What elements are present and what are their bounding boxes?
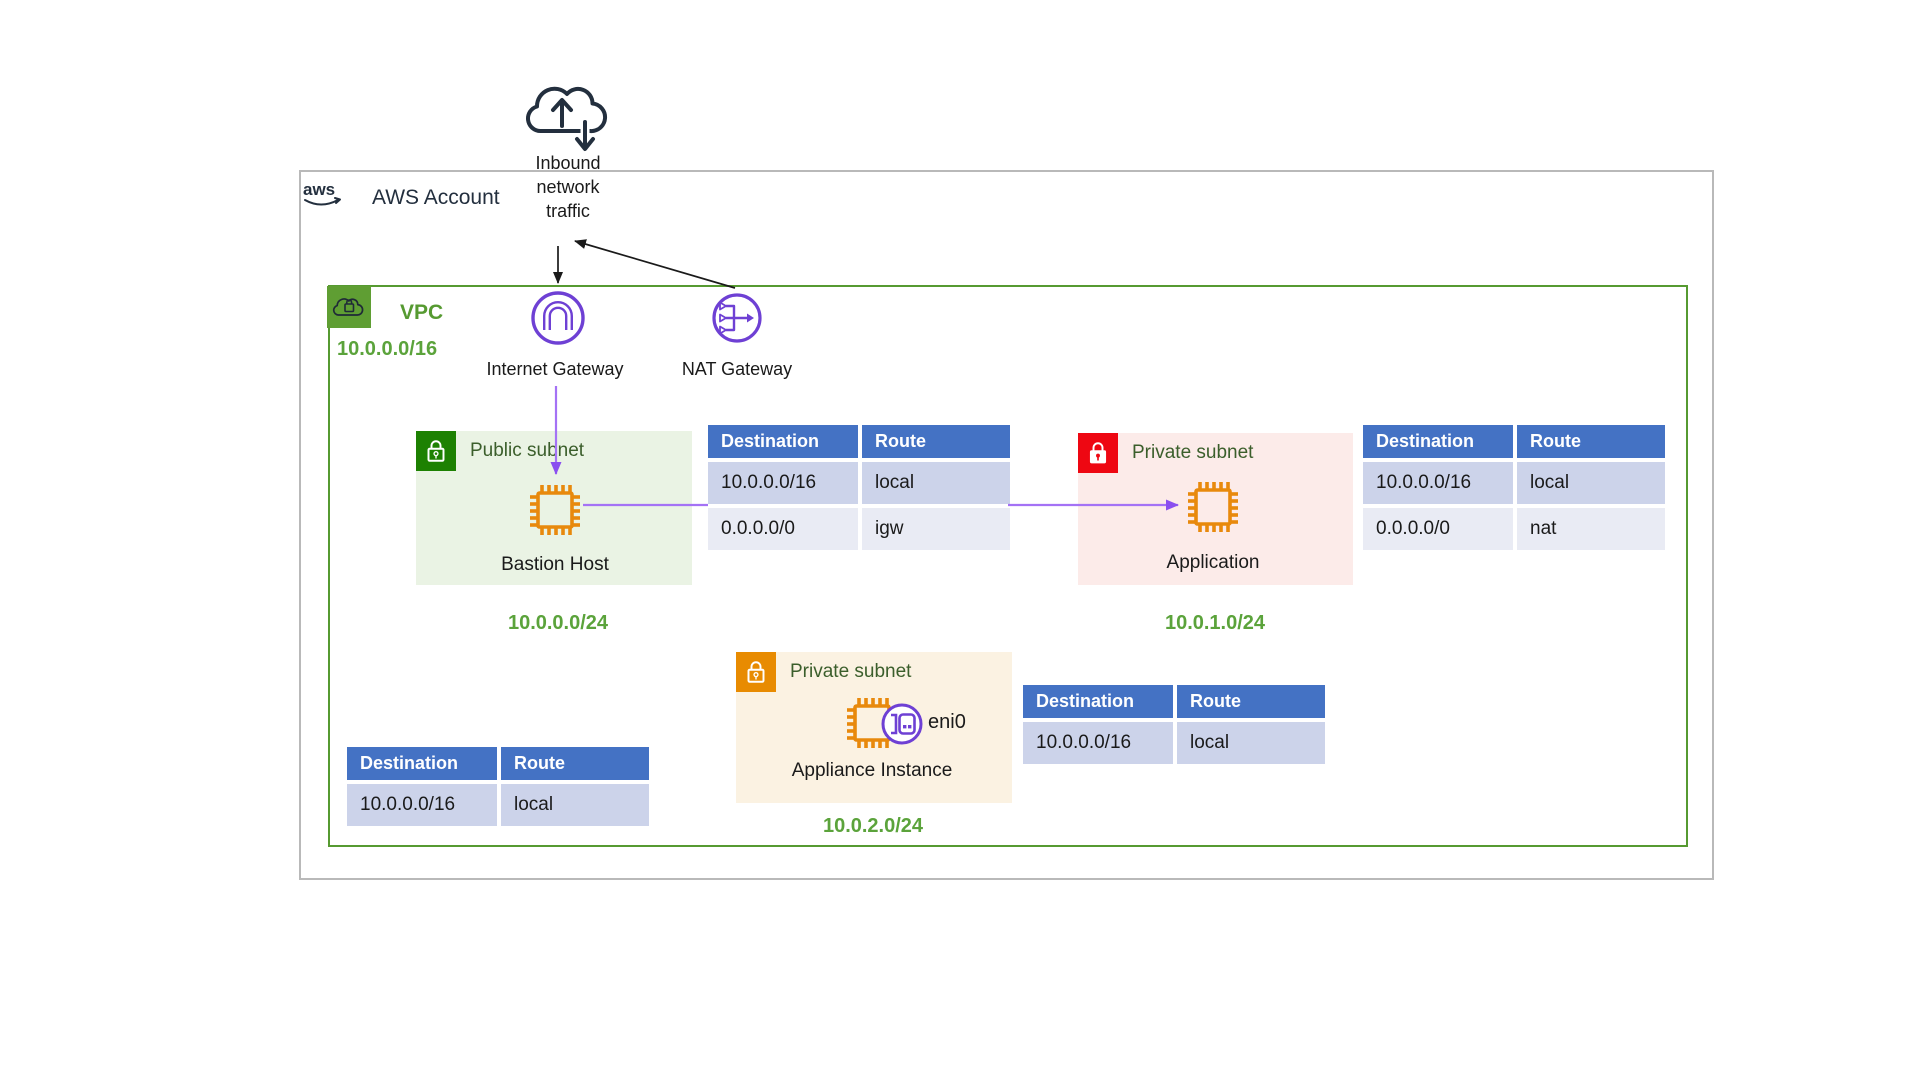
table-cell: local <box>862 462 1010 504</box>
table-cell: 10.0.0.0/16 <box>708 462 858 504</box>
public-route-table: Destination Route 10.0.0.0/16 local 0.0.… <box>708 425 1010 550</box>
closed-padlock-icon <box>1089 442 1107 464</box>
vpc-cloud-lock-icon <box>332 298 364 316</box>
public-subnet-cidr: 10.0.0.0/24 <box>507 612 609 634</box>
bastion-host-icon <box>530 485 580 535</box>
eni-label: eni0 <box>928 711 966 733</box>
appliance-subnet-icon <box>736 652 776 692</box>
application-label: Application <box>1166 552 1260 573</box>
table-cell: nat <box>1517 508 1665 550</box>
table-header-cell: Destination <box>1363 425 1513 458</box>
inbound-traffic-label: Inbound network traffic <box>535 153 601 221</box>
public-subnet-icon <box>416 431 456 471</box>
eni-icon <box>881 703 923 745</box>
appliance-eni-route-table: Destination Route 10.0.0.0/16 local <box>1023 685 1325 764</box>
vpc-cidr: 10.0.0.0/16 <box>337 338 438 360</box>
nat-gateway-icon <box>712 293 762 343</box>
appliance-subnet-box: Private subnet <box>736 652 1012 803</box>
table-header-cell: Route <box>862 425 1010 458</box>
bastion-host-label: Bastion Host <box>501 554 609 575</box>
private-app-route-table: Destination Route 10.0.0.0/16 local 0.0.… <box>1363 425 1665 550</box>
table-cell: 0.0.0.0/0 <box>1363 508 1513 550</box>
table-header-cell: Route <box>1177 685 1325 718</box>
aws-logo-text: aws <box>303 180 335 199</box>
internet-gateway-label: Internet Gateway <box>486 359 624 379</box>
internet-gateway-icon <box>531 291 585 345</box>
appliance-instance-icon <box>847 698 897 748</box>
inbound-traffic-cloud-icon <box>526 86 608 151</box>
application-icon <box>1188 482 1238 532</box>
vpc-icon <box>327 286 371 328</box>
table-header-cell: Route <box>501 747 649 780</box>
appliance-subnet-title: Private subnet <box>790 661 912 682</box>
private-subnet-title: Private subnet <box>1132 442 1254 463</box>
padlock-icon <box>747 661 765 683</box>
table-cell: local <box>1177 722 1325 764</box>
aws-smile-tip <box>334 197 341 204</box>
aws-smile-swoosh <box>304 199 339 206</box>
table-cell: 10.0.0.0/16 <box>347 784 497 826</box>
appliance-instance-label: Appliance Instance <box>791 760 953 781</box>
private-subnet-icon <box>1078 433 1118 473</box>
private-subnet-box: Private subnet <box>1078 433 1353 585</box>
table-header-cell: Destination <box>708 425 858 458</box>
private-app-subnet-cidr: 10.0.1.0/24 <box>1164 612 1266 634</box>
table-cell: 0.0.0.0/0 <box>708 508 858 550</box>
table-header-cell: Destination <box>1023 685 1173 718</box>
nat-gateway-label: NAT Gateway <box>681 359 793 379</box>
aws-account-title: AWS Account <box>372 186 500 209</box>
table-cell: local <box>1517 462 1665 504</box>
table-cell: local <box>501 784 649 826</box>
appliance-subnet-cidr: 10.0.2.0/24 <box>822 815 924 837</box>
table-cell: igw <box>862 508 1010 550</box>
vpc-main-route-table: Destination Route 10.0.0.0/16 local <box>347 747 649 826</box>
public-subnet-title: Public subnet <box>470 440 585 461</box>
vpc-title: VPC <box>400 301 444 324</box>
table-cell: 10.0.0.0/16 <box>1023 722 1173 764</box>
table-header-cell: Route <box>1517 425 1665 458</box>
table-header-cell: Destination <box>347 747 497 780</box>
aws-logo-icon: aws <box>303 180 341 206</box>
open-padlock-icon <box>427 440 445 462</box>
table-cell: 10.0.0.0/16 <box>1363 462 1513 504</box>
